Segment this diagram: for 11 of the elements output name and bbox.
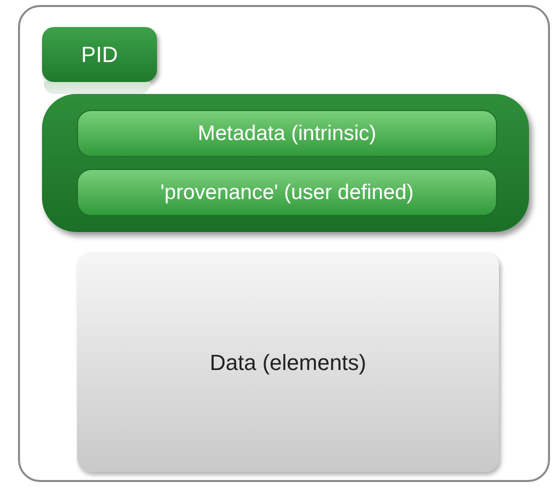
metadata-panel (42, 94, 529, 232)
node-label: 'provenance' (user defined) (160, 180, 414, 206)
data-box (77, 252, 499, 472)
outer-frame (18, 5, 550, 482)
pid-tab (42, 27, 157, 82)
metadata-pill (77, 110, 497, 157)
provenance-pill (77, 169, 497, 216)
node-label: Data (elements) (210, 348, 366, 376)
node-label: Metadata (intrinsic) (198, 120, 376, 147)
node-label: PID (81, 41, 118, 69)
tab-stub (44, 82, 150, 94)
